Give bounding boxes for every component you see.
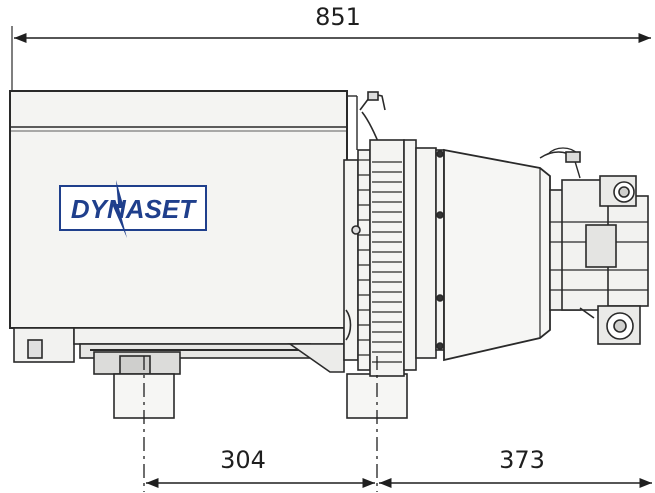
- dimension-overall: 851: [11, 3, 651, 92]
- dimension-label-overall: 851: [315, 3, 361, 31]
- dimension-label-rear-overhang: 373: [499, 446, 545, 474]
- dynaset-logo: DYNASET: [59, 180, 207, 238]
- bell-housing: [443, 148, 551, 362]
- logo-frame: [59, 185, 207, 231]
- logo-lightning: [112, 180, 127, 238]
- logo-text: DYNASET: [71, 194, 197, 224]
- hydraulic-motor: [539, 147, 649, 345]
- dimension-bottom: 304 373: [146, 446, 652, 489]
- fan-section: [343, 139, 445, 377]
- rubber-feet: [113, 373, 408, 419]
- base-frame: [13, 327, 345, 375]
- center-lines: [143, 356, 378, 492]
- dimension-label-foot-spacing: 304: [220, 446, 266, 474]
